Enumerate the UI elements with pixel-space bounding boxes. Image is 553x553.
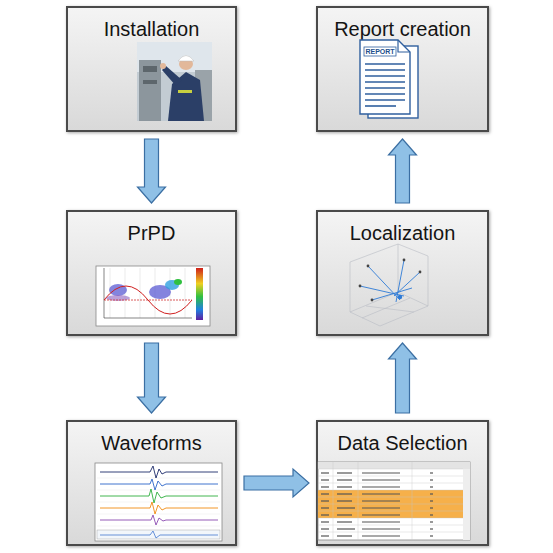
process-box: Report creation	[316, 6, 489, 132]
icon-label: REPORT	[364, 47, 396, 56]
box-title: Localization	[318, 222, 487, 245]
box-title: PrPD	[68, 222, 235, 245]
flow-arrow	[138, 139, 166, 203]
flow-arrow	[389, 139, 417, 203]
box-title: Data Selection	[318, 432, 487, 455]
process-box: Installation	[66, 6, 237, 132]
process-box: PrPD	[66, 210, 237, 336]
process-box: Localization	[316, 210, 489, 336]
process-box: Waveforms	[66, 420, 237, 546]
flow-arrow	[138, 343, 166, 413]
box-title: Report creation	[318, 18, 487, 41]
box-title: Waveforms	[68, 432, 235, 455]
flow-arrow	[244, 469, 309, 497]
process-box: Data Selection	[316, 420, 489, 546]
flow-arrow	[389, 343, 417, 413]
box-title: Installation	[68, 18, 235, 41]
